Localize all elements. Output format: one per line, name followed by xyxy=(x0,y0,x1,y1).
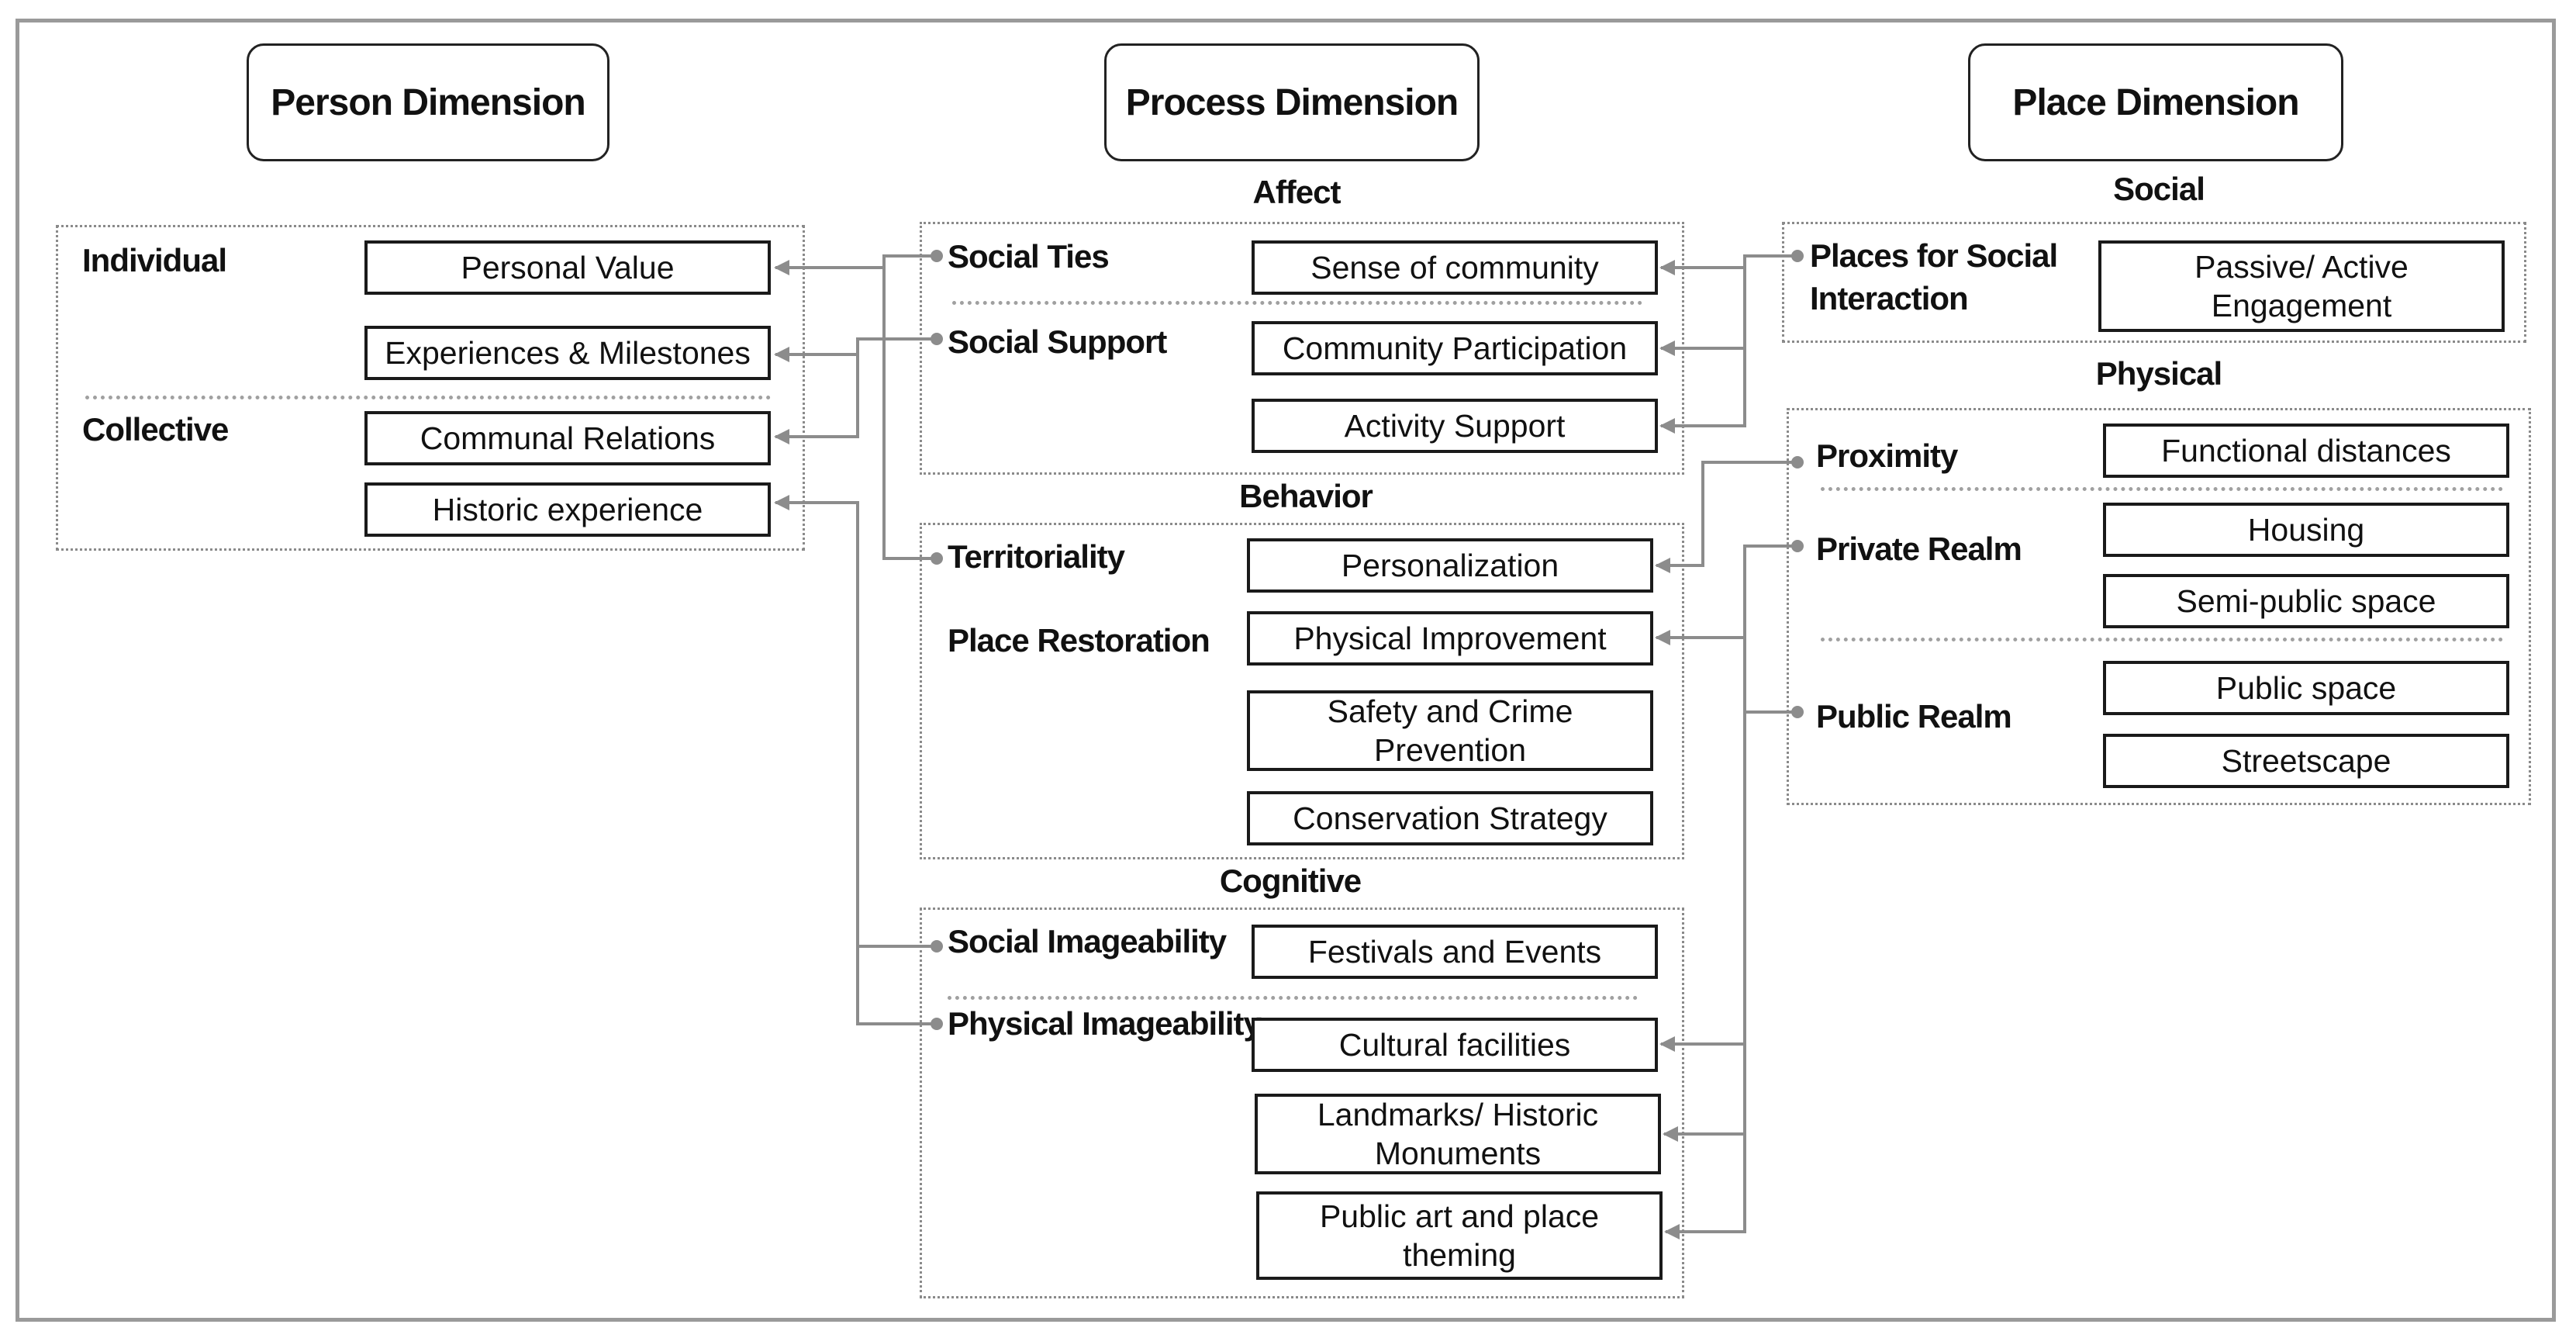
link-places-social-sense-community xyxy=(1659,254,1797,275)
engagement-line-1: Passive/ Active xyxy=(2194,248,2409,285)
public-art-theming-box: Public art and place theming xyxy=(1256,1191,1663,1280)
cognitive-separator xyxy=(948,996,1638,1000)
place-social-group xyxy=(1782,222,2526,343)
semi-public-space-box: Semi-public space xyxy=(2103,574,2509,628)
collective-label: Collective xyxy=(82,411,229,448)
places-social-interaction-label: Places for Social Interaction xyxy=(1810,234,2058,320)
personalization-box: Personalization xyxy=(1247,538,1653,593)
public-art-line-1: Public art and place xyxy=(1319,1198,1600,1234)
person-group xyxy=(56,225,805,551)
link-historic-imageability xyxy=(774,495,937,948)
functional-distances-box: Functional distances xyxy=(2103,424,2509,478)
person-separator xyxy=(85,396,771,399)
place-physical-group xyxy=(1787,408,2531,805)
places-line-2: Interaction xyxy=(1810,280,1969,317)
person-dimension-header: Person Dimension xyxy=(247,43,609,161)
community-participation-box: Community Participation xyxy=(1252,321,1658,375)
proximity-label: Proximity xyxy=(1816,437,1958,474)
social-support-label: Social Support xyxy=(948,323,1167,360)
link-realm-public-art xyxy=(1664,1134,1746,1239)
public-space-box: Public space xyxy=(2103,661,2509,715)
behavior-title: Behavior xyxy=(1239,478,1373,514)
festivals-events-box: Festivals and Events xyxy=(1252,925,1658,979)
cultural-facilities-box: Cultural facilities xyxy=(1252,1018,1658,1072)
social-imageability-label: Social Imageability xyxy=(948,923,1227,959)
link-proximity-personalization xyxy=(1655,461,1797,573)
link-realm-landmarks xyxy=(1663,1044,1746,1142)
landmarks-line-1: Landmarks/ Historic xyxy=(1317,1096,1599,1132)
dot-public-realm xyxy=(1791,706,1804,718)
link-social-support-communal xyxy=(774,354,859,444)
physical-separator-1 xyxy=(1821,487,2503,491)
experiences-milestones-box: Experiences & Milestones xyxy=(364,326,771,380)
place-restoration-label: Place Restoration xyxy=(948,622,1210,659)
personal-value-box: Personal Value xyxy=(364,240,771,295)
housing-box: Housing xyxy=(2103,503,2509,557)
dot-places-social xyxy=(1791,250,1804,262)
individual-label: Individual xyxy=(82,242,227,278)
cognitive-group xyxy=(920,908,1684,1298)
figure-frame xyxy=(16,19,2556,1322)
physical-separator-2 xyxy=(1821,638,2503,641)
communal-relations-box: Communal Relations xyxy=(364,411,771,465)
process-dimension-header: Process Dimension xyxy=(1104,43,1480,161)
place-social-title: Social xyxy=(2113,171,2205,207)
safety-crime-prevention-box: Safety and Crime Prevention xyxy=(1247,690,1653,771)
physical-improvement-box: Physical Improvement xyxy=(1247,611,1653,666)
dot-proximity xyxy=(1791,456,1804,468)
public-realm-label: Public Realm xyxy=(1816,698,2012,735)
dot-social-support xyxy=(931,333,943,345)
physical-imageability-label: Physical Imageability xyxy=(948,1005,1262,1042)
dot-territoriality xyxy=(931,552,943,565)
dot-social-imageability xyxy=(931,940,943,953)
historic-experience-box: Historic experience xyxy=(364,482,771,537)
dot-physical-imageability xyxy=(931,1018,943,1030)
place-physical-title: Physical xyxy=(2095,355,2222,392)
passive-active-engagement-box: Passive/ Active Engagement xyxy=(2098,240,2505,332)
dot-social-ties xyxy=(931,250,943,262)
activity-support-box: Activity Support xyxy=(1252,399,1658,453)
sense-of-community-box: Sense of community xyxy=(1252,240,1658,295)
territoriality-label: Territoriality xyxy=(948,538,1125,575)
landmarks-line-2: Monuments xyxy=(1374,1136,1542,1171)
link-realm-cultural xyxy=(1659,638,1746,1052)
affect-separator xyxy=(952,301,1642,305)
public-art-line-2: theming xyxy=(1403,1237,1516,1273)
safety-line-1: Safety and Crime xyxy=(1327,693,1573,729)
places-line-1: Places for Social xyxy=(1810,237,2058,274)
place-dimension-header: Place Dimension xyxy=(1968,43,2343,161)
link-social-ties-territoriality xyxy=(882,256,937,560)
link-social-support-experiences xyxy=(774,337,937,362)
social-ties-label: Social Ties xyxy=(948,238,1110,275)
engagement-line-2: Engagement xyxy=(2211,288,2392,323)
landmarks-monuments-box: Landmarks/ Historic Monuments xyxy=(1255,1094,1661,1174)
conservation-strategy-box: Conservation Strategy xyxy=(1247,791,1653,845)
safety-line-2: Prevention xyxy=(1373,732,1526,768)
dot-private-realm xyxy=(1791,540,1804,552)
link-places-social-activity xyxy=(1659,348,1746,434)
link-social-ties-personal-value xyxy=(774,254,937,275)
affect-title: Affect xyxy=(1252,174,1341,210)
link-places-social-participation xyxy=(1659,268,1746,356)
cognitive-title: Cognitive xyxy=(1219,863,1362,899)
private-realm-label: Private Realm xyxy=(1816,531,2022,567)
link-private-realm xyxy=(1655,545,1797,645)
streetscape-box: Streetscape xyxy=(2103,734,2509,788)
link-historic-physical-imageability xyxy=(856,946,937,1025)
behavior-group xyxy=(920,523,1684,859)
